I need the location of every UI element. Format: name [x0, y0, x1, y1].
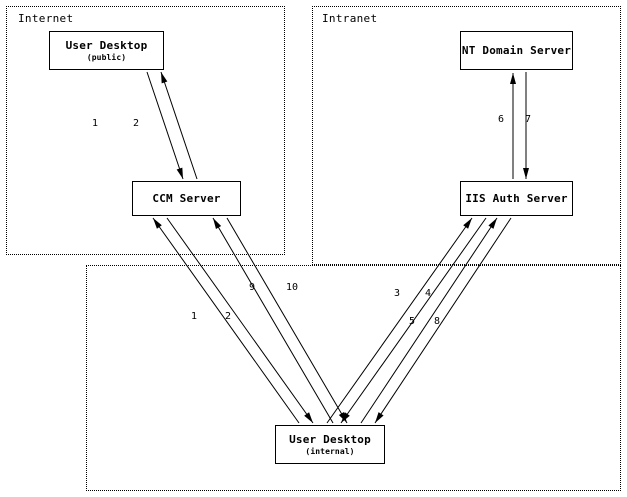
node-iis-auth-server[interactable]: IIS Auth Server	[460, 181, 573, 216]
arrowhead-icon	[161, 72, 168, 84]
flow-step-label: 7	[525, 114, 532, 125]
node-subtitle: (public)	[86, 52, 127, 62]
user-desktop-internal-to-ccm-server-1	[152, 217, 300, 424]
flow-step-label: 2	[133, 118, 140, 129]
arrowhead-icon	[304, 412, 313, 423]
flow-step-label: 1	[92, 118, 99, 129]
node-title: CCM Server	[152, 192, 221, 205]
arrowhead-icon	[213, 218, 222, 230]
user-desktop-internal-to-iis-auth-3	[326, 217, 473, 424]
arrowhead-icon	[341, 412, 350, 423]
arrowhead-icon	[463, 218, 472, 229]
flow-step-label: 2	[225, 311, 232, 322]
user-desktop-public-to-ccm-server	[146, 71, 184, 180]
arrowhead-icon	[375, 412, 384, 423]
zone-internet	[6, 6, 285, 255]
arrowhead-icon	[510, 73, 516, 84]
user-desktop-internal-to-ccm-server-9	[212, 217, 334, 424]
node-title: IIS Auth Server	[465, 192, 568, 205]
flow-step-label: 9	[249, 282, 256, 293]
node-nt-domain-server[interactable]: NT Domain Server	[460, 31, 573, 70]
zone-intranet-label: Intranet	[322, 12, 378, 25]
flow-step-label: 1	[191, 311, 198, 322]
arrowhead-icon	[153, 218, 162, 229]
node-title: NT Domain Server	[461, 44, 572, 57]
zone-internal-lan	[86, 265, 621, 491]
arrowhead-icon	[488, 218, 497, 229]
node-subtitle: (internal)	[305, 446, 355, 456]
arrowhead-icon	[523, 168, 529, 179]
flow-step-label: 8	[434, 316, 441, 327]
zone-internet-label: Internet	[18, 12, 74, 25]
flow-step-label: 10	[286, 282, 299, 293]
flow-step-label: 3	[394, 288, 401, 299]
ccm-server-to-user-desktop-internal-2	[166, 217, 314, 424]
node-ccm-server[interactable]: CCM Server	[132, 181, 241, 216]
node-user-desktop-public[interactable]: User Desktop (public)	[49, 31, 164, 70]
node-title: User Desktop	[289, 432, 371, 446]
iis-auth-to-user-desktop-internal-8	[374, 217, 512, 424]
flow-step-label: 6	[498, 114, 505, 125]
flow-step-label: 5	[409, 316, 416, 327]
flow-step-label: 4	[425, 288, 432, 299]
node-title: User Desktop	[65, 38, 148, 52]
iis-auth-server-to-nt-domain-server	[510, 73, 516, 179]
user-desktop-internal-to-iis-auth-5	[360, 217, 498, 424]
ccm-server-to-user-desktop-internal-10	[226, 217, 348, 424]
ccm-server-to-user-desktop-public	[160, 71, 198, 180]
arrowhead-icon	[338, 411, 347, 423]
node-user-desktop-internal[interactable]: User Desktop (internal)	[275, 425, 385, 464]
arrowhead-icon	[176, 167, 183, 179]
iis-auth-to-user-desktop-internal-4	[340, 217, 487, 424]
nt-domain-server-to-iis-auth-server	[523, 72, 529, 179]
